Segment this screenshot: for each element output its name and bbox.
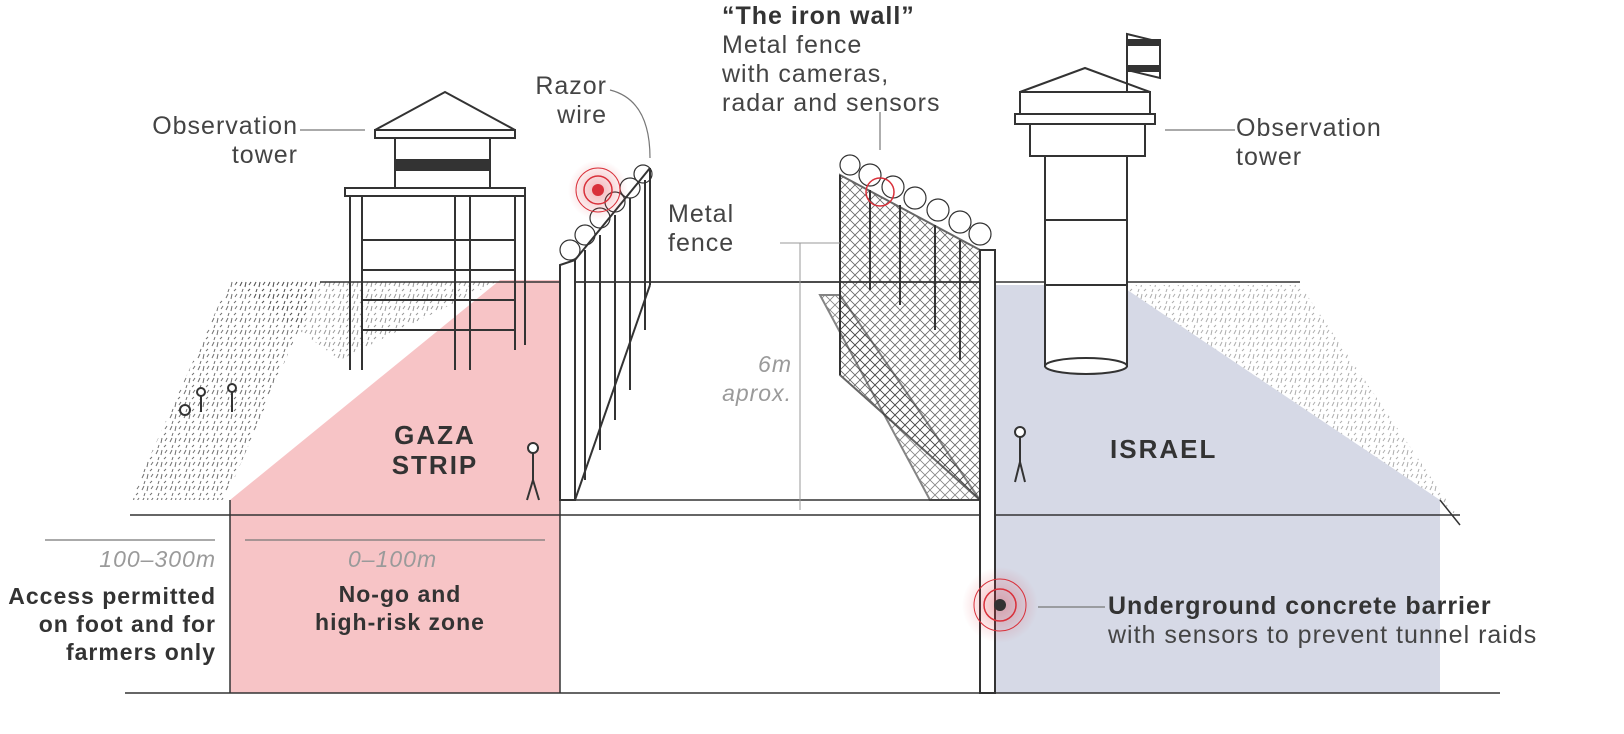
gaza-strip-line2: STRIP <box>391 450 479 480</box>
nogo-desc-line2: high-risk zone <box>315 609 485 635</box>
label-israel: ISRAEL <box>1110 434 1218 464</box>
razor-wire-line1: Razor <box>535 72 607 100</box>
barrier-desc: with sensors to prevent tunnel raids <box>1108 621 1538 649</box>
iron-wall-desc-line1: Metal fence <box>722 31 863 59</box>
leader-lines <box>45 89 1235 608</box>
soldier-figures <box>179 383 1026 501</box>
gaza-no-go-zone <box>230 280 560 693</box>
label-razor-wire: Razor wire <box>515 72 607 130</box>
access-desc-line1: Access permitted <box>8 583 216 609</box>
observation-tower-left-line2: tower <box>231 141 298 169</box>
label-height: 6m aprox. <box>700 350 792 408</box>
razor-wire-line2: wire <box>557 101 607 129</box>
label-observation-tower-right: Observation tower <box>1236 114 1382 172</box>
label-iron-wall: “The iron wall” Metal fence with cameras… <box>722 2 941 118</box>
iron-wall-desc-line2: with cameras, <box>722 60 890 88</box>
gaza-observation-tower <box>344 90 526 370</box>
access-desc-line3: farmers only <box>65 639 216 665</box>
label-access-desc: Access permitted on foot and for farmers… <box>0 582 216 666</box>
radar-sensor-left <box>568 160 628 220</box>
label-observation-tower-left: Observation tower <box>120 112 298 170</box>
label-metal-fence: Metal fence <box>668 200 734 258</box>
observation-tower-left-line1: Observation <box>152 112 298 140</box>
barrier-title: Underground concrete barrier <box>1108 592 1492 620</box>
israel-observation-tower <box>1014 32 1161 375</box>
iron-wall-desc-line3: radar and sensors <box>722 89 941 117</box>
observation-tower-right-line1: Observation <box>1236 114 1382 142</box>
label-range-access: 100–300m <box>99 546 216 572</box>
nogo-desc-line1: No-go and <box>338 581 462 607</box>
iron-wall-title: “The iron wall” <box>722 2 915 30</box>
label-gaza-strip: GAZA STRIP <box>360 420 510 480</box>
height-indicator <box>780 242 840 510</box>
label-nogo-desc: No-go and high-risk zone <box>290 580 510 636</box>
height-approx: aprox. <box>722 380 792 406</box>
access-desc-line2: on foot and for <box>38 611 216 637</box>
metal-fence-line2: fence <box>668 229 735 257</box>
label-underground-barrier: Underground concrete barrier with sensor… <box>1108 592 1537 650</box>
height-value: 6m <box>758 351 792 377</box>
label-range-nogo: 0–100m <box>348 546 438 572</box>
metal-fence-line1: Metal <box>668 200 735 228</box>
underground-sensor <box>962 567 1038 643</box>
observation-tower-right-line2: tower <box>1236 143 1303 171</box>
ground-lines <box>125 281 1500 694</box>
gaza-strip-line1: GAZA <box>394 420 476 450</box>
radar-sensor-right <box>865 177 895 207</box>
israel-zone <box>995 285 1460 693</box>
